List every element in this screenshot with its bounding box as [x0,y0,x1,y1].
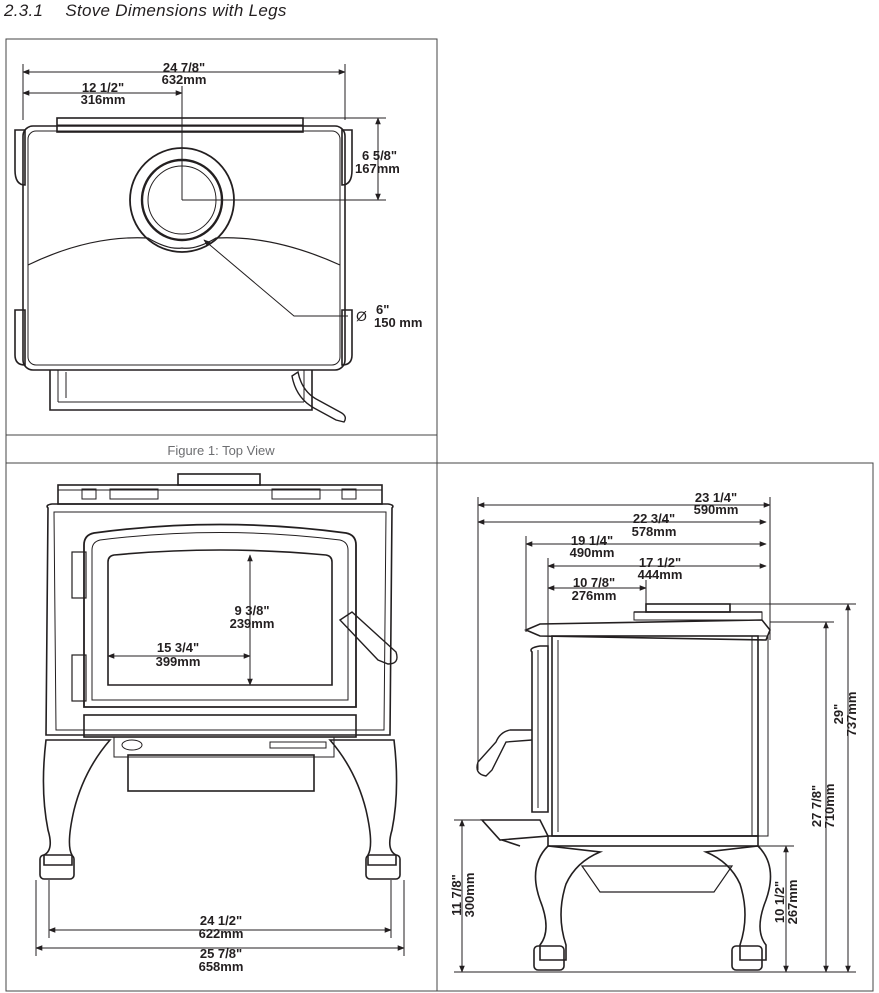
top-half-mm: 316mm [81,92,126,107]
side-view-drawing [476,603,772,971]
total-height-inches: 29" [831,704,846,725]
glass-width-mm: 399mm [156,654,201,669]
top-height-inches: 27 7/8" [809,785,824,827]
total-height-mm: 737mm [844,692,859,737]
leg-span-inches: 24 1/2" [200,913,242,928]
depth-5-inches: 10 7/8" [573,575,615,590]
top-depth-inches: 6 5/8" [362,148,397,163]
section-title: 2.3.1 Stove Dimensions with Legs [4,1,287,21]
depth-3-mm: 490mm [570,545,615,560]
glass-width-inches: 15 3/4" [157,640,199,655]
front-view-dimension-lines [35,554,405,956]
overall-width-mm: 658mm [199,959,244,974]
figure-caption: Figure 1: Top View [167,443,275,458]
depth-1-mm: 590mm [694,502,739,517]
top-width-inches: 24 7/8" [163,60,205,75]
section-number: 2.3.1 [4,1,44,20]
top-view-drawing [14,117,353,423]
top-height-mm: 710mm [822,784,837,829]
depth-5-mm: 276mm [572,588,617,603]
leg-span-mm: 622mm [199,926,244,941]
glass-height-mm: 239mm [230,616,275,631]
flue-diameter-symbol: Ø [356,308,367,324]
flue-mm: 150 mm [374,315,422,330]
bottom-height-inches: 10 1/2" [772,881,787,923]
side-view-dimension-lines [454,497,856,973]
overall-width-inches: 25 7/8" [200,946,242,961]
top-depth-mm: 167mm [355,161,400,176]
top-width-mm: 632mm [162,72,207,87]
depth-2-inches: 22 3/4" [633,511,675,526]
hearth-height-inches: 11 7/8" [449,874,464,916]
section-heading: Stove Dimensions with Legs [65,1,287,20]
depth-4-inches: 17 1/2" [639,555,681,570]
depth-3-inches: 19 1/4" [571,533,613,548]
glass-height-inches: 9 3/8" [234,603,269,618]
front-view-drawing [39,473,401,880]
top-view-dimension-lines [22,64,386,317]
depth-1-inches: 23 1/4" [695,490,737,505]
top-half-inches: 12 1/2" [82,80,124,95]
flue-inches: 6" [376,302,389,317]
figure-frames [5,38,874,992]
depth-2-mm: 578mm [632,524,677,539]
bottom-height-mm: 267mm [785,880,800,925]
depth-4-mm: 444mm [638,567,683,582]
hearth-height-mm: 300mm [462,873,477,918]
